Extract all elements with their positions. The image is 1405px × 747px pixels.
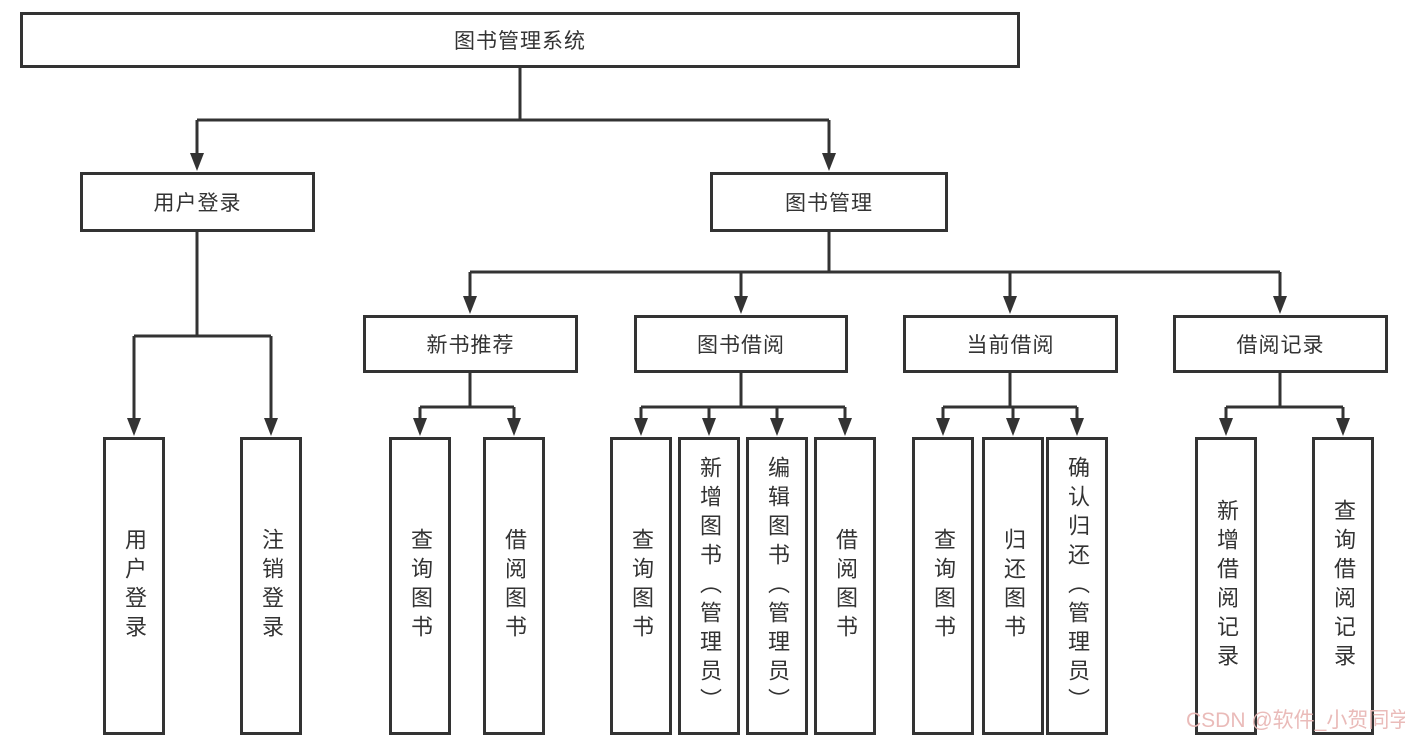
node-label: 图书管理 xyxy=(785,192,873,215)
node-label: 新增图书（管理员） xyxy=(697,455,722,717)
arrowhead xyxy=(1219,418,1233,436)
node-system-root: 图书管理系统 xyxy=(20,12,1020,68)
arrowhead xyxy=(1273,296,1287,314)
leaf-return-books: 归还图书 xyxy=(982,437,1044,735)
leaf-query-books-recommend: 查询图书 xyxy=(389,437,451,735)
arrowhead xyxy=(770,418,784,436)
node-label: 新增借阅记录 xyxy=(1214,499,1239,673)
node-label: 借阅记录 xyxy=(1236,334,1325,357)
node-label: 借阅图书 xyxy=(502,528,527,644)
connector-records-to-leaves xyxy=(1224,373,1345,421)
leaf-edit-books-admin: 编辑图书（管理员） xyxy=(746,437,808,735)
connector-recommend-to-leaves xyxy=(418,373,516,421)
node-label: 查询借阅记录 xyxy=(1331,499,1356,673)
connector-bookmgmt-to-level3 xyxy=(468,232,1282,298)
connector-userlogin-to-leaves xyxy=(132,232,273,421)
arrowhead xyxy=(190,153,204,171)
node-label: 归还图书 xyxy=(1001,528,1026,644)
node-label: 新书推荐 xyxy=(426,334,515,357)
connector-root-to-level2 xyxy=(195,68,831,156)
node-label: 当前借阅 xyxy=(966,334,1055,357)
node-new-book-recommend: 新书推荐 xyxy=(363,315,578,373)
leaf-add-borrow-record: 新增借阅记录 xyxy=(1195,437,1257,735)
arrowhead xyxy=(838,418,852,436)
node-label: 用户登录 xyxy=(122,528,147,644)
connector-current-to-leaves xyxy=(941,373,1079,421)
arrowhead xyxy=(264,418,278,436)
node-label: 查询图书 xyxy=(931,528,956,644)
arrowhead xyxy=(822,153,836,171)
node-borrow-records: 借阅记录 xyxy=(1173,315,1388,373)
arrowhead xyxy=(413,418,427,436)
leaf-query-borrow-record: 查询借阅记录 xyxy=(1312,437,1374,735)
node-label: 确认归还（管理员） xyxy=(1065,455,1090,717)
node-label: 图书借阅 xyxy=(697,334,785,357)
csdn-watermark: CSDN @软件_小贺同学 xyxy=(1186,709,1405,732)
node-book-borrow: 图书借阅 xyxy=(634,315,848,373)
arrowhead xyxy=(463,296,477,314)
node-label: 借阅图书 xyxy=(833,528,858,644)
arrowhead xyxy=(1006,418,1020,436)
arrowhead xyxy=(702,418,716,436)
arrowhead xyxy=(1070,418,1084,436)
node-book-management: 图书管理 xyxy=(710,172,948,232)
connector-borrow-to-leaves xyxy=(639,373,847,421)
arrowhead xyxy=(507,418,521,436)
leaf-query-books-current: 查询图书 xyxy=(912,437,974,735)
node-current-borrow: 当前借阅 xyxy=(903,315,1118,373)
leaf-query-books-borrow: 查询图书 xyxy=(610,437,672,735)
arrowhead xyxy=(127,418,141,436)
node-label: 查询图书 xyxy=(408,528,433,644)
node-label: 图书管理系统 xyxy=(454,30,586,53)
arrowhead xyxy=(734,296,748,314)
arrowhead xyxy=(634,418,648,436)
node-label: 查询图书 xyxy=(629,528,654,644)
node-user-login: 用户登录 xyxy=(80,172,315,232)
leaf-borrow-books-recommend: 借阅图书 xyxy=(483,437,545,735)
leaf-logout: 注销登录 xyxy=(240,437,302,735)
leaf-user-login: 用户登录 xyxy=(103,437,165,735)
node-label: 注销登录 xyxy=(259,528,284,644)
leaf-borrow-books: 借阅图书 xyxy=(814,437,876,735)
leaf-add-books-admin: 新增图书（管理员） xyxy=(678,437,740,735)
node-label: 编辑图书（管理员） xyxy=(765,455,790,717)
arrowhead xyxy=(1003,296,1017,314)
leaf-confirm-return-admin: 确认归还（管理员） xyxy=(1046,437,1108,735)
node-label: 用户登录 xyxy=(153,192,242,215)
arrowhead xyxy=(1336,418,1350,436)
arrowhead xyxy=(936,418,950,436)
